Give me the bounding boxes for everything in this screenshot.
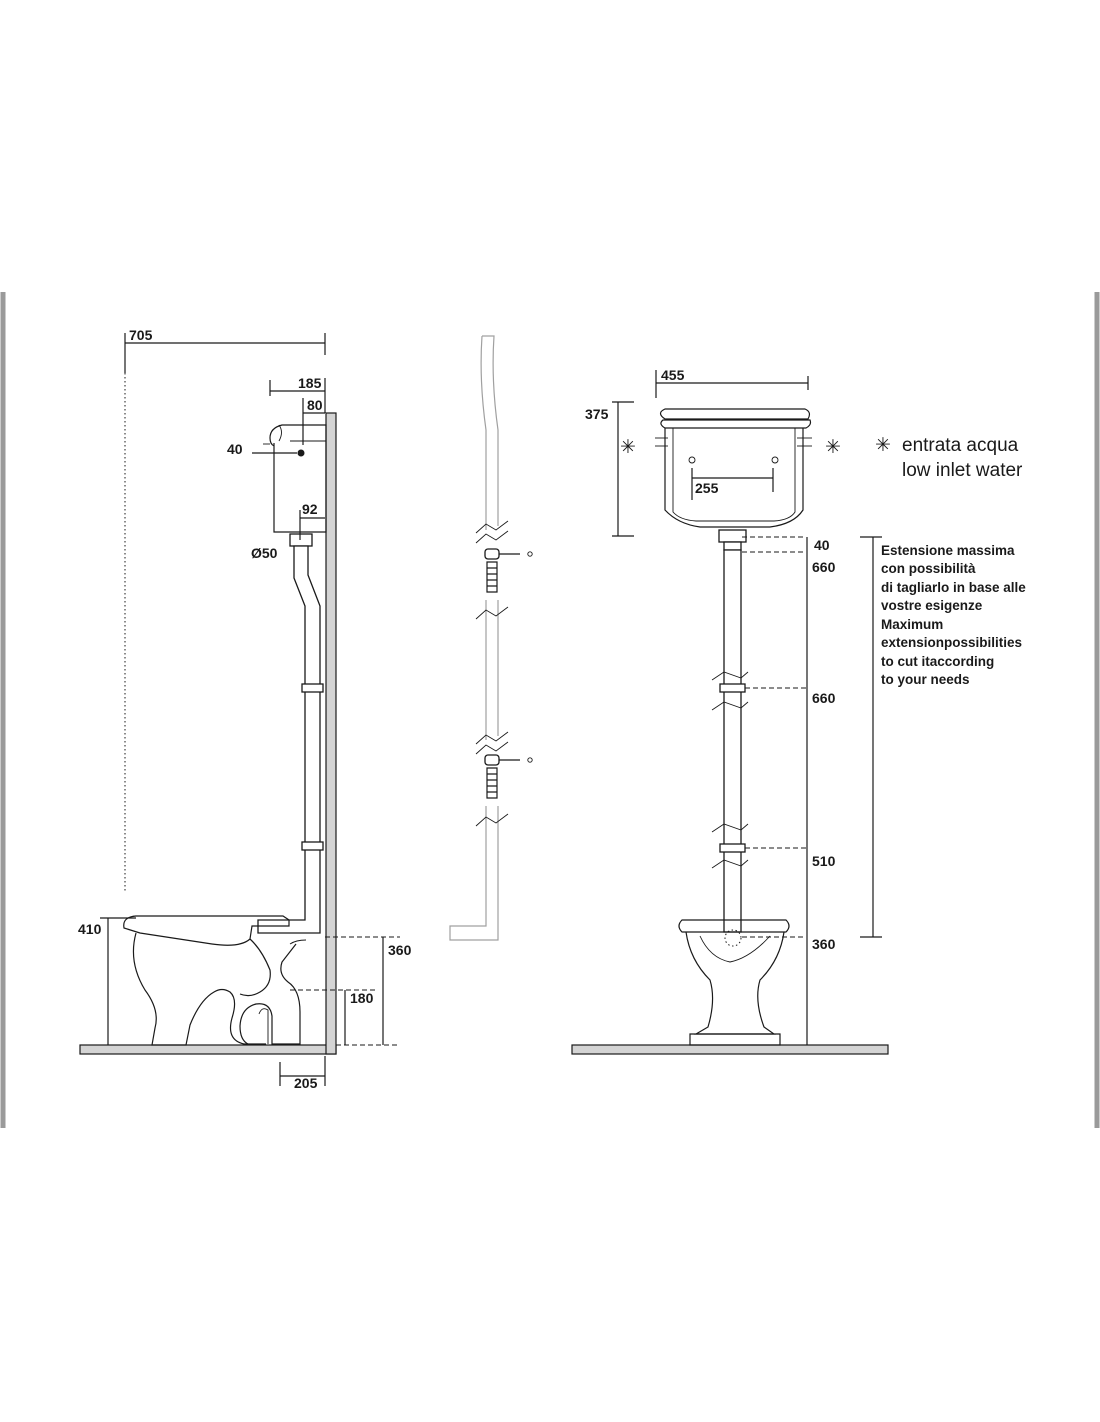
pipe-segment-bottom (449, 806, 499, 941)
dim-205: 205 (294, 1075, 318, 1091)
legend-symbol: ✳ (875, 435, 891, 456)
front-flush-pipe (723, 549, 742, 933)
note-line-4: vostre esigenze (881, 598, 983, 613)
side-wall (325, 412, 337, 1055)
side-view: 705 185 80 40 92 Ø50 410 360 180 (78, 327, 412, 1091)
dim-410: 410 (78, 921, 102, 937)
inlet-mark-right: ✳ (825, 437, 841, 458)
dim-92: 92 (302, 501, 318, 517)
note-line-7: to cut itaccording (881, 654, 994, 669)
inlet-mark-left: ✳ (620, 437, 636, 458)
pipe-detail (449, 335, 533, 941)
dim-660-second: 660 (812, 690, 836, 706)
side-flush-pipe (257, 545, 321, 934)
note-line-6: extensionpossibilities (881, 635, 1022, 650)
front-floor (571, 1044, 889, 1055)
side-inlet (297, 449, 305, 457)
inlet-legend: ✳ entrata acqua low inlet water (875, 435, 1023, 481)
legend-line-en: low inlet water (902, 460, 1023, 481)
dim-360-side: 360 (388, 942, 412, 958)
note-line-5: Maximum (881, 617, 943, 632)
side-cistern (269, 424, 327, 533)
dim-diameter: Ø50 (251, 545, 278, 561)
front-cistern (659, 408, 811, 420)
side-floor (79, 1044, 337, 1055)
note-line-3: di tagliarlo in base alle (881, 580, 1026, 595)
note-line-2: con possibilità (881, 561, 976, 576)
side-bowl (123, 915, 290, 946)
legend-line-it: entrata acqua (902, 435, 1019, 456)
front-view: 455 375 255 ✳ ✳ 40 660 660 510 360 (571, 367, 889, 1055)
dim-455: 455 (661, 367, 685, 383)
dim-80: 80 (307, 397, 323, 413)
dim-185: 185 (298, 375, 322, 391)
dim-40-side: 40 (227, 441, 243, 457)
dim-660-first: 660 (812, 559, 836, 575)
pipe-segment-mid (485, 600, 499, 740)
dim-375: 375 (585, 406, 609, 422)
extension-note: Estensione massima con possibilità di ta… (881, 543, 1026, 687)
dim-180: 180 (350, 990, 374, 1006)
note-line-1: Estensione massima (881, 543, 1015, 558)
pipe-segment-top (480, 335, 499, 530)
dim-255: 255 (695, 480, 719, 496)
dim-360-front: 360 (812, 936, 836, 952)
dim-40-front: 40 (814, 537, 830, 553)
dim-510: 510 (812, 853, 836, 869)
note-line-8: to your needs (881, 672, 970, 687)
front-bowl (678, 919, 790, 933)
dim-705: 705 (129, 327, 153, 343)
